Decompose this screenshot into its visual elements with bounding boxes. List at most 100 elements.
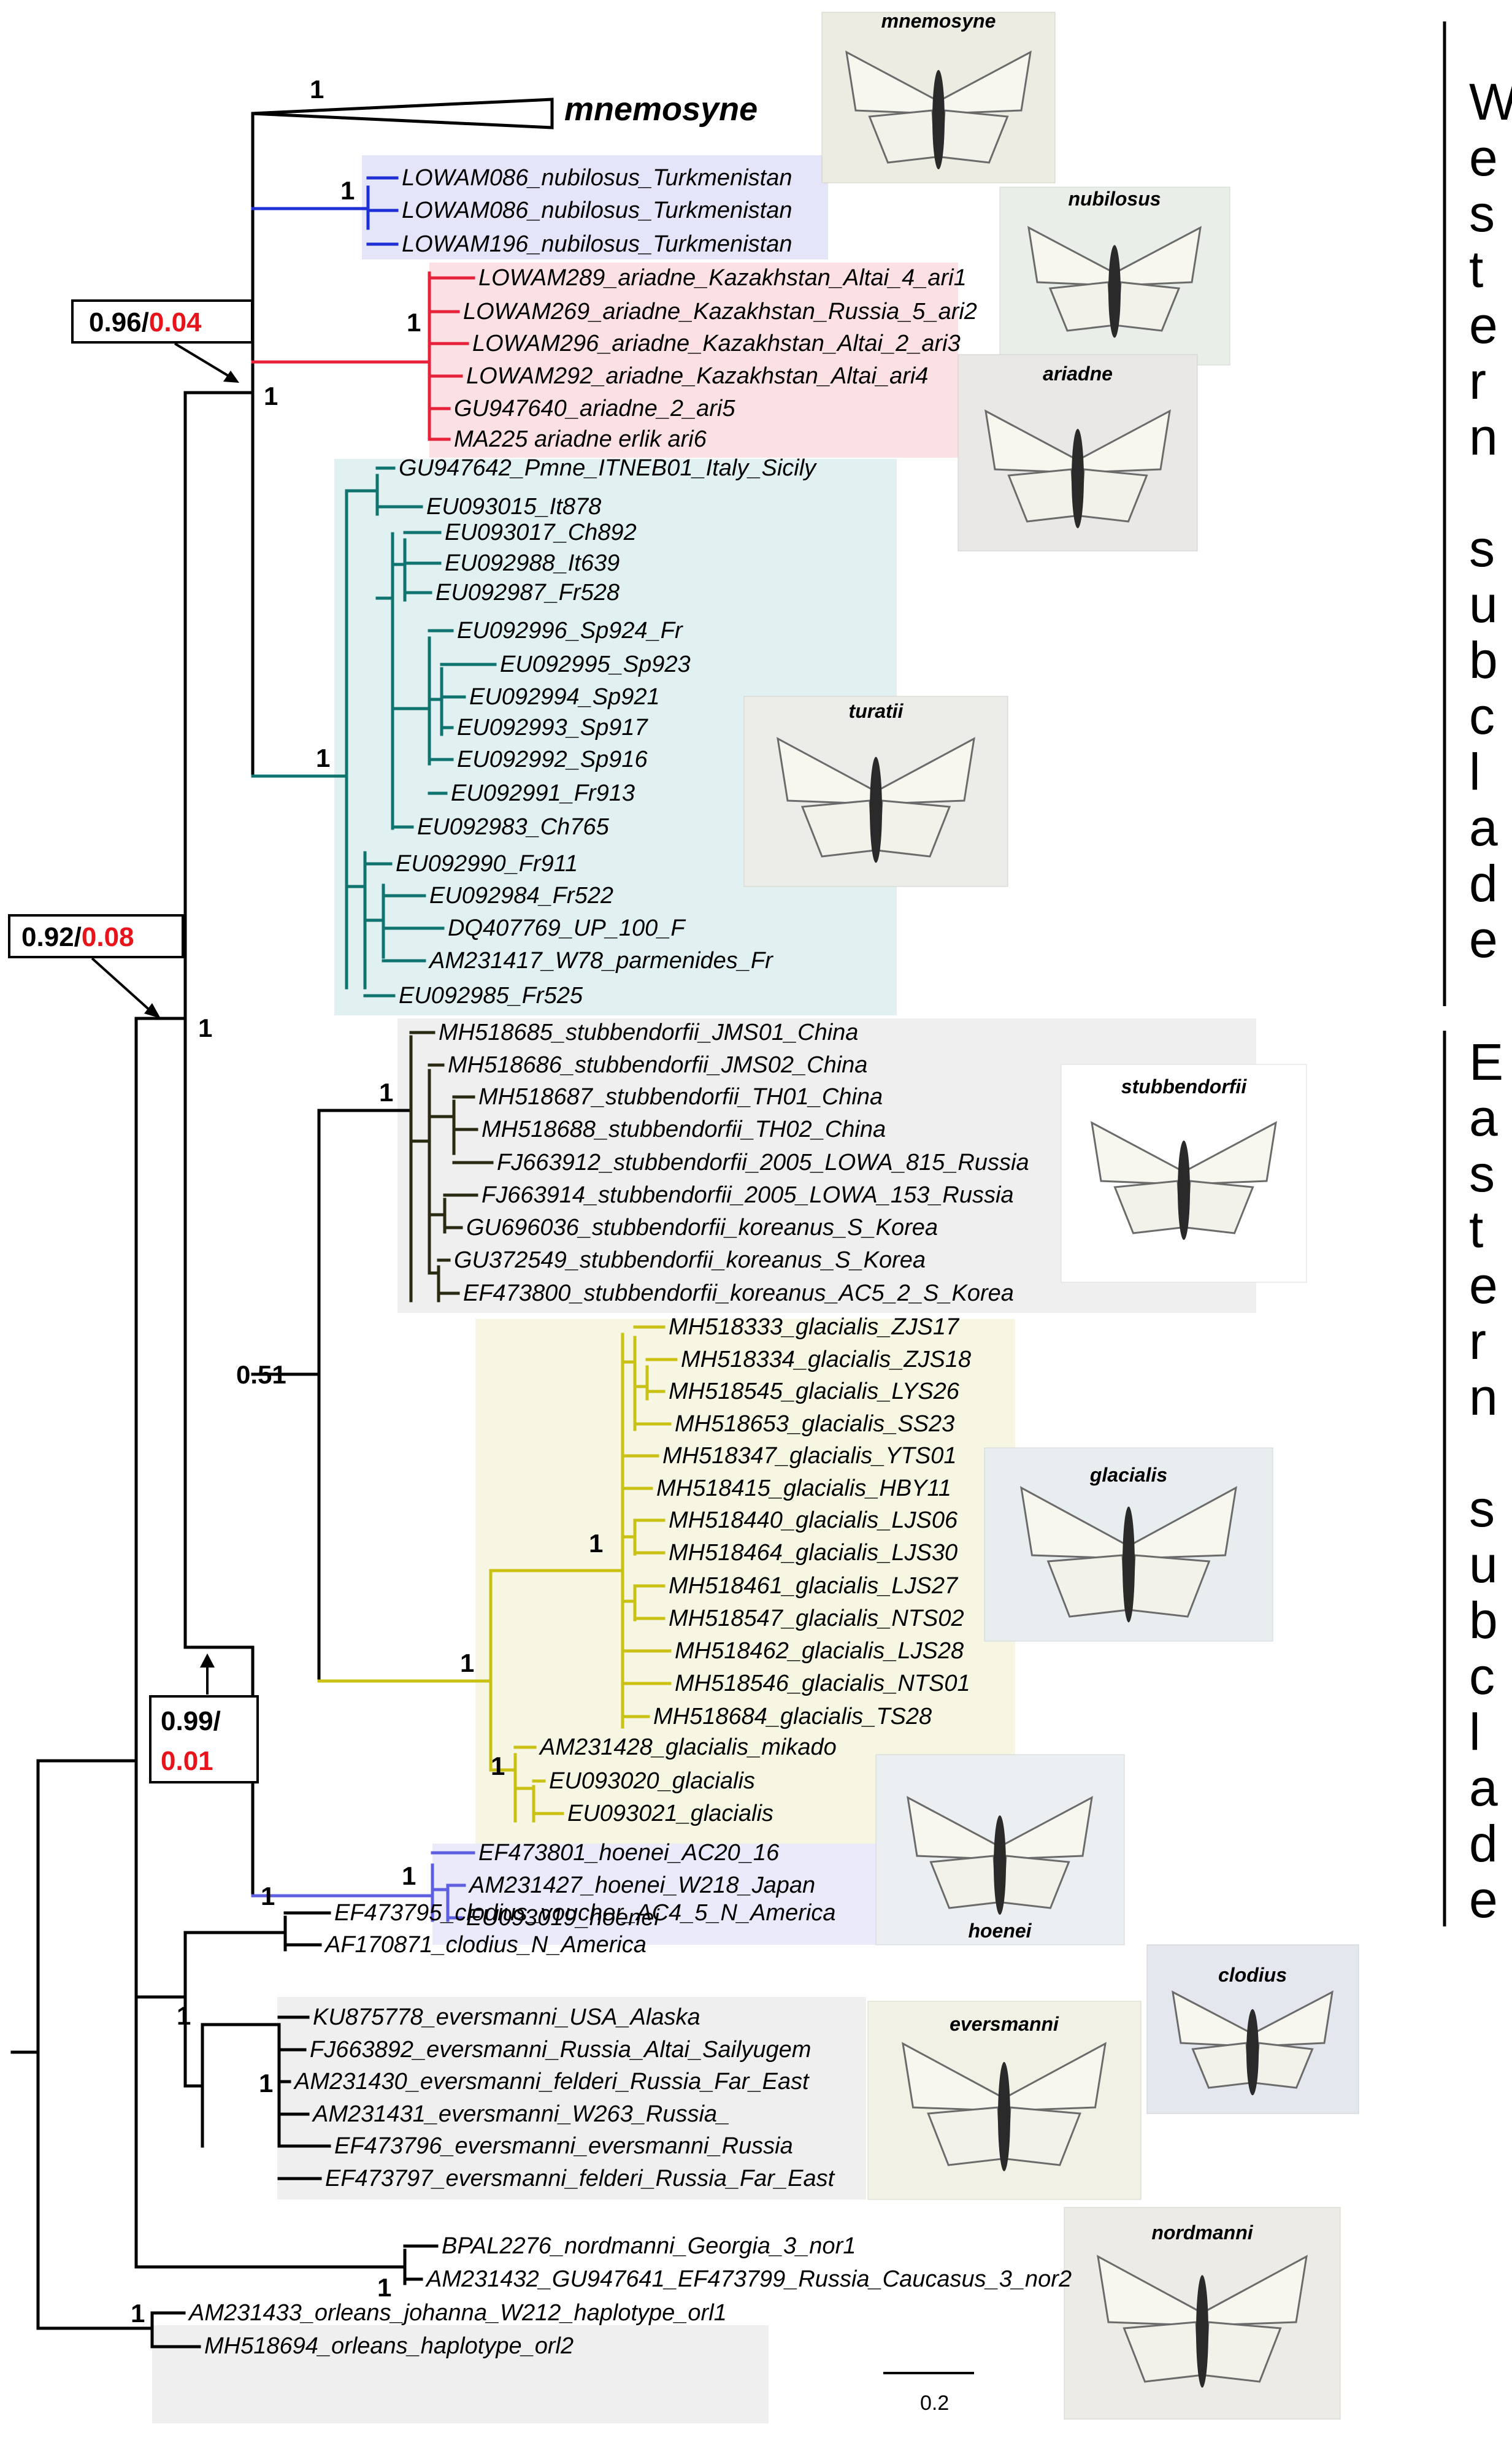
tip-label: AM231428_glacialis_mikado — [539, 1734, 837, 1760]
support-value: 1 — [379, 1078, 393, 1107]
mnemosyne-butterfly — [845, 50, 1032, 169]
tip-label: EU092993_Sp917 — [457, 715, 648, 741]
tip-label: EU092987_Fr528 — [436, 580, 620, 606]
support-value: 1 — [198, 1014, 212, 1042]
tip-label: DQ407769_UP_100_F — [448, 915, 686, 941]
prob-box-c: 0.99/ 0.01 — [149, 1653, 259, 1783]
eversmanni-clade-box — [277, 1997, 866, 2199]
side-letter: t — [1469, 1201, 1483, 1258]
tip-labels: LOWAM086_nubilosus_TurkmenistanLOWAM086_… — [188, 165, 1072, 2359]
prob-box-b: 0.92/0.08 — [8, 914, 184, 1018]
side-letter: E — [1469, 1033, 1503, 1091]
butterfly-body — [1178, 1141, 1190, 1240]
prob-box-a-black: 0.96/ — [89, 307, 149, 337]
support-value: 1 — [264, 382, 278, 410]
tip-label: AM231417_W78_parmenides_Fr — [428, 948, 773, 974]
butterfly-body — [994, 1815, 1006, 1915]
tip-label: LOWAM196_nubilosus_Turkmenistan — [402, 231, 792, 257]
support-value: 1 — [340, 176, 355, 205]
glacialis-butterfly — [1020, 1486, 1237, 1623]
tip-label: EU093020_glacialis — [549, 1768, 755, 1794]
tip-label: AM231433_orleans_johanna_W212_haplotype_… — [188, 2300, 727, 2326]
side-letter: c — [1469, 687, 1495, 745]
clodius-butterfly — [1172, 1990, 1334, 2096]
side-letter: n — [1469, 1368, 1498, 1426]
side-letter: l — [1469, 1703, 1481, 1761]
support-value: 1 — [131, 2299, 145, 2328]
side-letter: t — [1469, 240, 1483, 298]
side-letter: e — [1469, 1256, 1498, 1314]
tip-label: FJ663914_stubbendorfii_2005_LOWA_153_Rus… — [482, 1182, 1014, 1208]
tip-label: MA225 ariadne erlik ari6 — [454, 426, 707, 452]
butterfly-silhouettes: mnemosynenubilosusariadneturatiistubbend… — [777, 10, 1334, 2388]
side-letter: d — [1469, 855, 1498, 912]
side-letter: b — [1469, 631, 1498, 689]
tip-label: LOWAM269_ariadne_Kazakhstan_Russia_5_ari… — [463, 299, 977, 325]
support-value: 1 — [261, 1882, 275, 1910]
tip-label: MH518546_glacialis_NTS01 — [675, 1671, 970, 1696]
side-letter: s — [1469, 520, 1495, 577]
tip-label: MH518461_glacialis_LJS27 — [669, 1573, 959, 1599]
tip-label: EU092994_Sp921 — [469, 684, 660, 710]
scale-bar-label: 0.2 — [920, 2391, 949, 2415]
side-letter: e — [1469, 129, 1498, 187]
butterfly-body — [1196, 2275, 1208, 2388]
tip-label: EU093017_Ch892 — [445, 520, 637, 545]
support-value: 1 — [491, 1752, 505, 1780]
ariadne-butterfly — [984, 409, 1171, 528]
glacialis-photo-caption: glacialis — [1089, 1464, 1167, 1486]
tip-label: MH518688_stubbendorfii_TH02_China — [482, 1117, 886, 1142]
tip-label: MH518694_orleans_haplotype_orl2 — [204, 2333, 574, 2359]
stubbendorfii-photo-caption: stubbendorfii — [1121, 1075, 1248, 1098]
side-letter: a — [1469, 799, 1498, 856]
tip-label: MH518547_glacialis_NTS02 — [669, 1606, 964, 1631]
turatii-butterfly — [777, 737, 975, 863]
tip-label: FJ663892_eversmanni_Russia_Altai_Sailyug… — [310, 2037, 811, 2063]
tip-label: MH518440_glacialis_LJS06 — [669, 1507, 958, 1533]
tip-label: EU092985_Fr525 — [399, 983, 583, 1009]
tip-label: EU092983_Ch765 — [417, 814, 610, 840]
tip-label: GU947642_Pmne_ITNEB01_Italy_Sicily — [399, 455, 817, 481]
stubbendorfii-butterfly — [1091, 1121, 1277, 1240]
tip-label: AM231432_GU947641_EF473799_Russia_Caucas… — [425, 2266, 1072, 2292]
support-value: 1 — [259, 2069, 273, 2098]
side-letter: a — [1469, 1759, 1498, 1817]
tip-label: MH518684_glacialis_TS28 — [653, 1704, 932, 1729]
support-value: 1 — [377, 2273, 391, 2302]
side-letter: r — [1469, 352, 1486, 410]
side-letter: u — [1469, 575, 1498, 633]
tip-label: EU093015_It878 — [426, 494, 601, 520]
butterfly-body — [998, 2061, 1010, 2172]
prob-box-b-black: 0.92/ — [21, 922, 82, 952]
tip-label: EU092984_Fr522 — [429, 883, 613, 909]
tip-label: EU092991_Fr913 — [451, 780, 635, 806]
tip-label: MH518653_glacialis_SS23 — [675, 1411, 954, 1437]
support-value: 1 — [407, 308, 421, 337]
tip-label: EU092996_Sp924_Fr — [457, 618, 683, 644]
prob-box-c-black: 0.99/ — [161, 1706, 221, 1736]
prob-box-a: 0.96/0.04 — [71, 299, 253, 383]
tip-label: LOWAM289_ariadne_Kazakhstan_Altai_4_ari1 — [478, 265, 967, 291]
tip-label: AM231427_hoenei_W218_Japan — [468, 1872, 815, 1898]
svg-text:0.96/0.04: 0.96/0.04 — [89, 307, 202, 337]
tip-label: EU092992_Sp916 — [457, 747, 648, 772]
support-value: 1 — [177, 2001, 191, 2030]
support-value: 1 — [316, 744, 330, 772]
tip-label: EU092995_Sp923 — [500, 652, 691, 677]
side-letter: e — [1469, 1871, 1498, 1928]
side-letter: n — [1469, 408, 1498, 466]
side-letter: s — [1469, 1480, 1495, 1537]
mnemosyne-collapsed-clade — [251, 98, 554, 129]
side-letter: e — [1469, 296, 1498, 354]
prob-box-c-red: 0.01 — [161, 1746, 213, 1776]
tip-label: AF170871_clodius_N_America — [324, 1932, 647, 1958]
tip-label: KU875778_eversmanni_USA_Alaska — [313, 2004, 700, 2030]
tip-label: AM231430_eversmanni_felderi_Russia_Far_E… — [293, 2069, 810, 2095]
butterfly-body — [1072, 429, 1084, 528]
turatii-photo-caption: turatii — [849, 700, 904, 722]
prob-box-a-red: 0.04 — [149, 307, 202, 337]
